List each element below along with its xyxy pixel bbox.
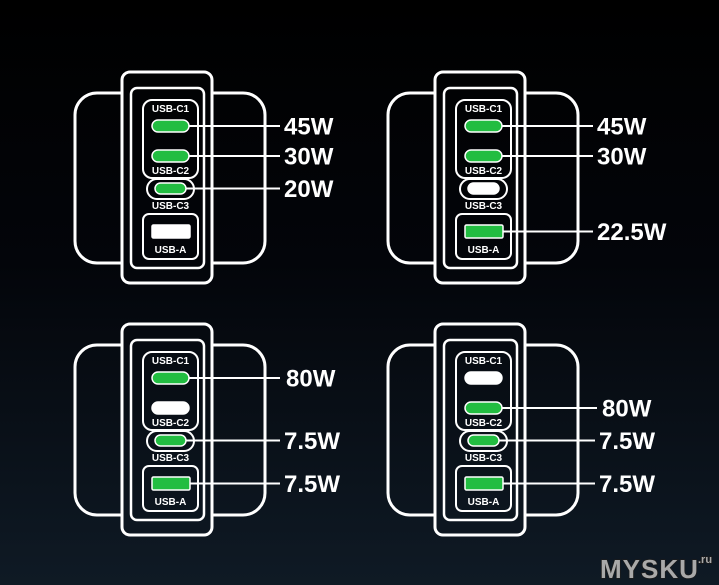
usb-c1-port [464,371,503,385]
usb-a-label: USB-A [468,245,500,256]
usb-c1-power-output: 45W [284,114,334,141]
usb-c2-port [151,149,190,163]
usb-c3-power-output: 7.5W [599,428,655,455]
usb-a-label: USB-A [468,497,500,508]
usb-c3-label: USB-C3 [465,453,503,464]
watermark-brand: MYSKU [600,554,699,584]
usb-c2-power-output: 30W [597,144,647,171]
usb-a-port [464,476,504,491]
usb-c3-port [154,182,187,195]
usb-a-power-output: 7.5W [284,471,340,498]
plug-panel-inner [442,338,519,522]
usb-c1-port [464,119,503,133]
plug-panel-inner [442,86,519,270]
usb-a-label: USB-A [155,245,187,256]
usb-c3-label: USB-C3 [152,201,190,212]
usb-c3-label: USB-C3 [152,453,190,464]
usb-a-frame [455,465,512,512]
usb-c2-label: USB-C2 [152,418,190,429]
plug-panel-inner [129,338,206,522]
usb-a-power-output: 7.5W [599,471,655,498]
usb-a-port [151,476,191,491]
usb-a-frame [455,213,512,260]
usb-c1-port [151,119,190,133]
usb-c2-port [464,149,503,163]
usb-c2-port [151,401,190,415]
usb-c3-port [154,434,187,447]
usb-c3-label: USB-C3 [465,201,503,212]
usb-c1-label: USB-C1 [465,104,503,115]
usb-c2-label: USB-C2 [152,166,190,177]
usb-a-power-output: 22.5W [597,219,667,246]
usb-c1-label: USB-C1 [152,356,190,367]
usb-c3-power-output: 7.5W [284,428,340,455]
usb-c1-label: USB-C1 [465,356,503,367]
usb-c2-power-output: 80W [602,396,652,423]
usb-a-port [464,224,504,239]
usb-c2-label: USB-C2 [465,418,503,429]
charger-4: USB-C1 USB-C2 USB-C3 USB-A 80W 7.5W 7.5W [386,322,655,537]
usb-c3-port [467,434,500,447]
usb-a-label: USB-A [155,497,187,508]
usb-a-port [151,224,191,239]
charger-3: USB-C1 USB-C2 USB-C3 USB-A 80W 7.5W 7.5W [73,322,340,537]
watermark-tld: .ru [698,554,712,566]
usb-c3-frame [459,178,508,200]
plug-panel-inner [129,86,206,270]
usb-c1-power-output: 45W [597,114,647,141]
usb-c1-label: USB-C1 [152,104,190,115]
usb-c1-port [151,371,190,385]
charger-1: USB-C1 USB-C2 USB-C3 USB-A 45W 30W 20W [73,70,334,285]
usb-a-frame [142,213,199,260]
charger-2: USB-C1 USB-C2 USB-C3 USB-A 45W 30W 22.5W [386,70,667,285]
usb-c3-port [467,182,500,195]
usb-c2-port [464,401,503,415]
usb-c2-power-output: 30W [284,144,334,171]
usb-a-frame [142,465,199,512]
usb-c2-label: USB-C2 [465,166,503,177]
usb-c1-power-output: 80W [286,366,336,393]
usb-c3-power-output: 20W [284,176,334,203]
watermark-logo: MYSKU .ru [599,553,713,585]
